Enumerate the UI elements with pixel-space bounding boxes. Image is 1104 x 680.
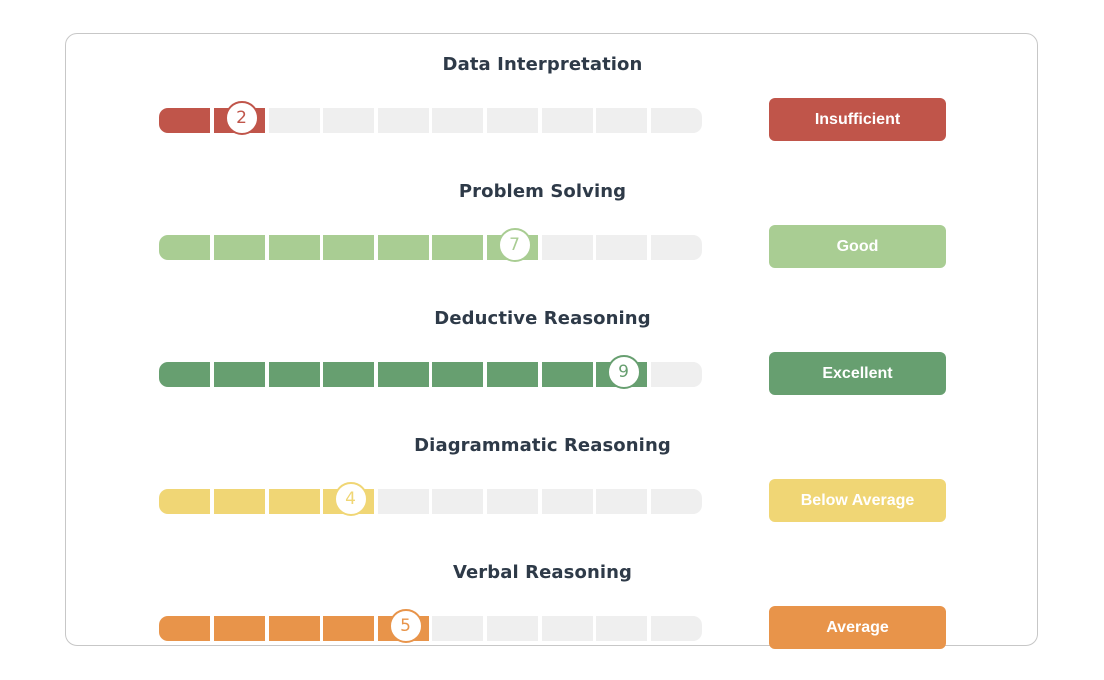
score-segment [378,235,429,260]
score-segment [651,235,702,260]
skills-card: Data Interpretation 2 Insufficient Probl… [65,33,1038,649]
score-segment [542,108,593,133]
score-segment [159,108,210,133]
score-track: 7 [159,228,702,262]
rating-badge: Insufficient [769,98,946,141]
score-segment [323,108,374,133]
score-segment [651,108,702,133]
score-marker: 9 [606,355,641,389]
score-marker: 5 [388,609,423,643]
rating-badge: Below Average [769,479,946,522]
score-track: 4 [159,482,702,516]
rating-badge: Good [769,225,946,268]
score-segment [214,489,265,514]
metric-title: Verbal Reasoning [452,562,633,583]
metric-row: Deductive Reasoning 9 Excellent [66,308,1037,398]
metric-row: Data Interpretation 2 Insufficient [66,54,1037,144]
score-segment [214,235,265,260]
score-segment [432,235,483,260]
score-segment [159,616,210,641]
score-segment [651,362,702,387]
score-segment [596,108,647,133]
score-segment [542,362,593,387]
score-segment [596,235,647,260]
metric-title: Deductive Reasoning [434,308,651,329]
score-segment [323,362,374,387]
score-segment [487,489,538,514]
metric-row: Problem Solving 7 Good [66,181,1037,271]
metric-title: Data Interpretation [442,54,643,75]
score-segment [269,489,320,514]
score-track: 9 [159,355,702,389]
score-segment [214,616,265,641]
score-segment [487,616,538,641]
score-segment [487,108,538,133]
rating-badge: Excellent [769,352,946,395]
rating-badge: Average [769,606,946,649]
score-segment [596,616,647,641]
score-segment [432,616,483,641]
score-segment [159,489,210,514]
metric-row: Verbal Reasoning 5 Average [66,562,1037,652]
score-segment [214,362,265,387]
score-marker: 7 [497,228,532,262]
score-marker: 2 [224,101,259,135]
score-segment [269,108,320,133]
score-track: 5 [159,609,702,643]
score-segment [323,235,374,260]
score-marker: 4 [333,482,368,516]
score-segment [159,362,210,387]
score-segment [651,489,702,514]
metric-title: Diagrammatic Reasoning [414,435,671,456]
score-segment [269,616,320,641]
score-track: 2 [159,101,702,135]
score-segment [432,489,483,514]
score-segment [432,108,483,133]
metric-title: Problem Solving [458,181,627,202]
score-segment [269,362,320,387]
metric-row: Diagrammatic Reasoning 4 Below Average [66,435,1037,525]
score-segment [378,489,429,514]
score-segment [542,235,593,260]
score-segment [159,235,210,260]
score-segment [542,489,593,514]
score-segment [378,108,429,133]
score-segment [596,489,647,514]
score-segment [651,616,702,641]
score-segment [487,362,538,387]
score-segment [542,616,593,641]
score-segment [378,362,429,387]
score-segment [269,235,320,260]
score-segment [432,362,483,387]
score-segment [323,616,374,641]
